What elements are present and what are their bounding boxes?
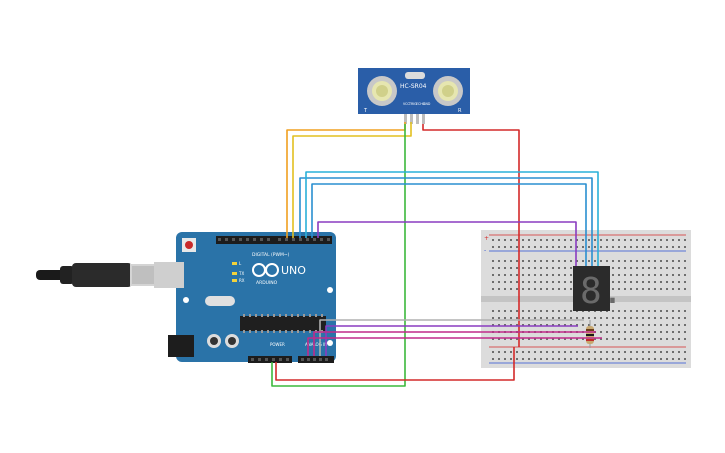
crystal: [205, 296, 235, 306]
rx-led: [232, 279, 237, 282]
sensor-pin-gnd: GND: [423, 102, 431, 106]
wire-blue-2[interactable]: [311, 183, 587, 266]
rx-led-label: RX: [239, 278, 245, 283]
digital-header: [216, 236, 332, 244]
wire-green[interactable]: [271, 124, 406, 387]
wire-red-sensor[interactable]: [422, 124, 520, 347]
sensor-pin-echo: ECHO: [416, 102, 426, 106]
wires: [271, 122, 602, 387]
wire-magenta-2[interactable]: [307, 337, 602, 356]
wire-red-power[interactable]: [275, 347, 515, 381]
brand-label: ARDUINO: [256, 280, 278, 286]
arduino-uno-board[interactable]: DIGITAL (PWM~) L TX RX UNO ARDUINO: [154, 232, 336, 363]
rail-minus-label: -: [484, 247, 486, 254]
wire-cyan-1[interactable]: [305, 171, 599, 266]
power-header-label: POWER: [270, 342, 285, 347]
sensor-pin-vcc: VCC: [403, 102, 410, 106]
l-led-label: L: [239, 261, 242, 266]
power-header: [248, 356, 292, 363]
tx-led: [232, 272, 237, 275]
model-label: UNO: [281, 264, 306, 277]
analog-header-label: ANALOG IN: [305, 342, 327, 347]
wire-magenta-1[interactable]: [313, 331, 596, 356]
wire-yellow[interactable]: [292, 122, 412, 238]
power-jack: [168, 335, 194, 357]
arduino-logo: [252, 263, 279, 277]
tx-led-label: TX: [238, 271, 244, 276]
sensor-t-label: T: [363, 108, 368, 114]
rail-plus-label: +: [484, 235, 489, 242]
sensor-r-label: R: [458, 108, 462, 114]
seven-segment-display[interactable]: 8.: [573, 266, 623, 312]
sensor-crystal: [405, 72, 425, 79]
l-led: [232, 262, 237, 265]
wire-orange[interactable]: [286, 122, 406, 238]
wire-purple[interactable]: [317, 221, 577, 266]
wire-blue-1[interactable]: [299, 177, 593, 266]
sensor-pin-trig: TRIG: [408, 102, 417, 106]
display-digit: 8.: [580, 271, 623, 312]
wire-gray-1[interactable]: [319, 319, 584, 356]
sensor-model-label: HC-SR04: [400, 83, 427, 90]
digital-header-label: DIGITAL (PWM~): [252, 252, 290, 258]
ultrasonic-sensor[interactable]: HC-SR04 T R VCC TRIG ECHO GND: [358, 68, 470, 124]
resistor[interactable]: [586, 320, 594, 348]
usb-cable[interactable]: [36, 263, 156, 287]
atmega-chip: [240, 316, 326, 331]
usb-jack: [154, 262, 184, 288]
wire-purple-2[interactable]: [325, 325, 578, 356]
